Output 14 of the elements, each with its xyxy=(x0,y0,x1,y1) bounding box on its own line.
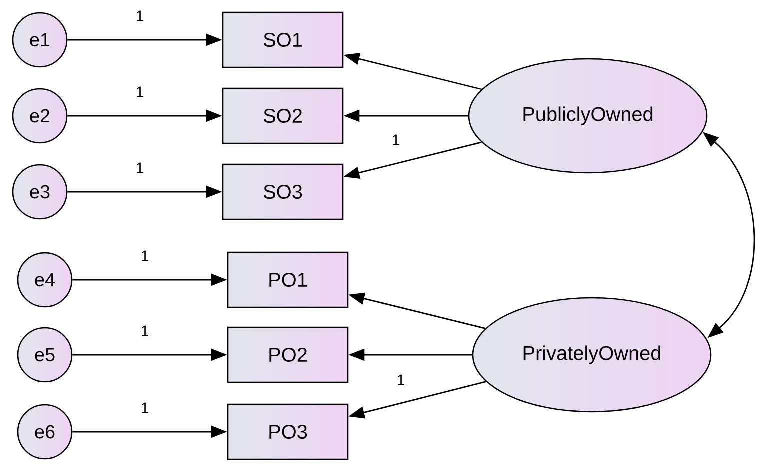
edge-label: 1 xyxy=(140,250,150,262)
observed-variable-box: PO1 xyxy=(227,252,349,308)
observed-variable-box: PO2 xyxy=(227,326,349,384)
observed-variable-box: SO3 xyxy=(222,164,344,220)
edge-label: 1 xyxy=(134,10,146,22)
edge-label: 1 xyxy=(134,86,146,98)
edge-label: 1 xyxy=(140,402,150,414)
edge-label: 1 xyxy=(390,134,402,146)
edge-label: 1 xyxy=(134,162,146,174)
edge-label: 1 xyxy=(396,374,406,386)
observed-variable-box: SO2 xyxy=(222,88,344,144)
edge-label: 1 xyxy=(140,324,150,338)
observed-variable-box: PO3 xyxy=(227,404,349,460)
observed-variable-box: SO1 xyxy=(222,12,344,68)
